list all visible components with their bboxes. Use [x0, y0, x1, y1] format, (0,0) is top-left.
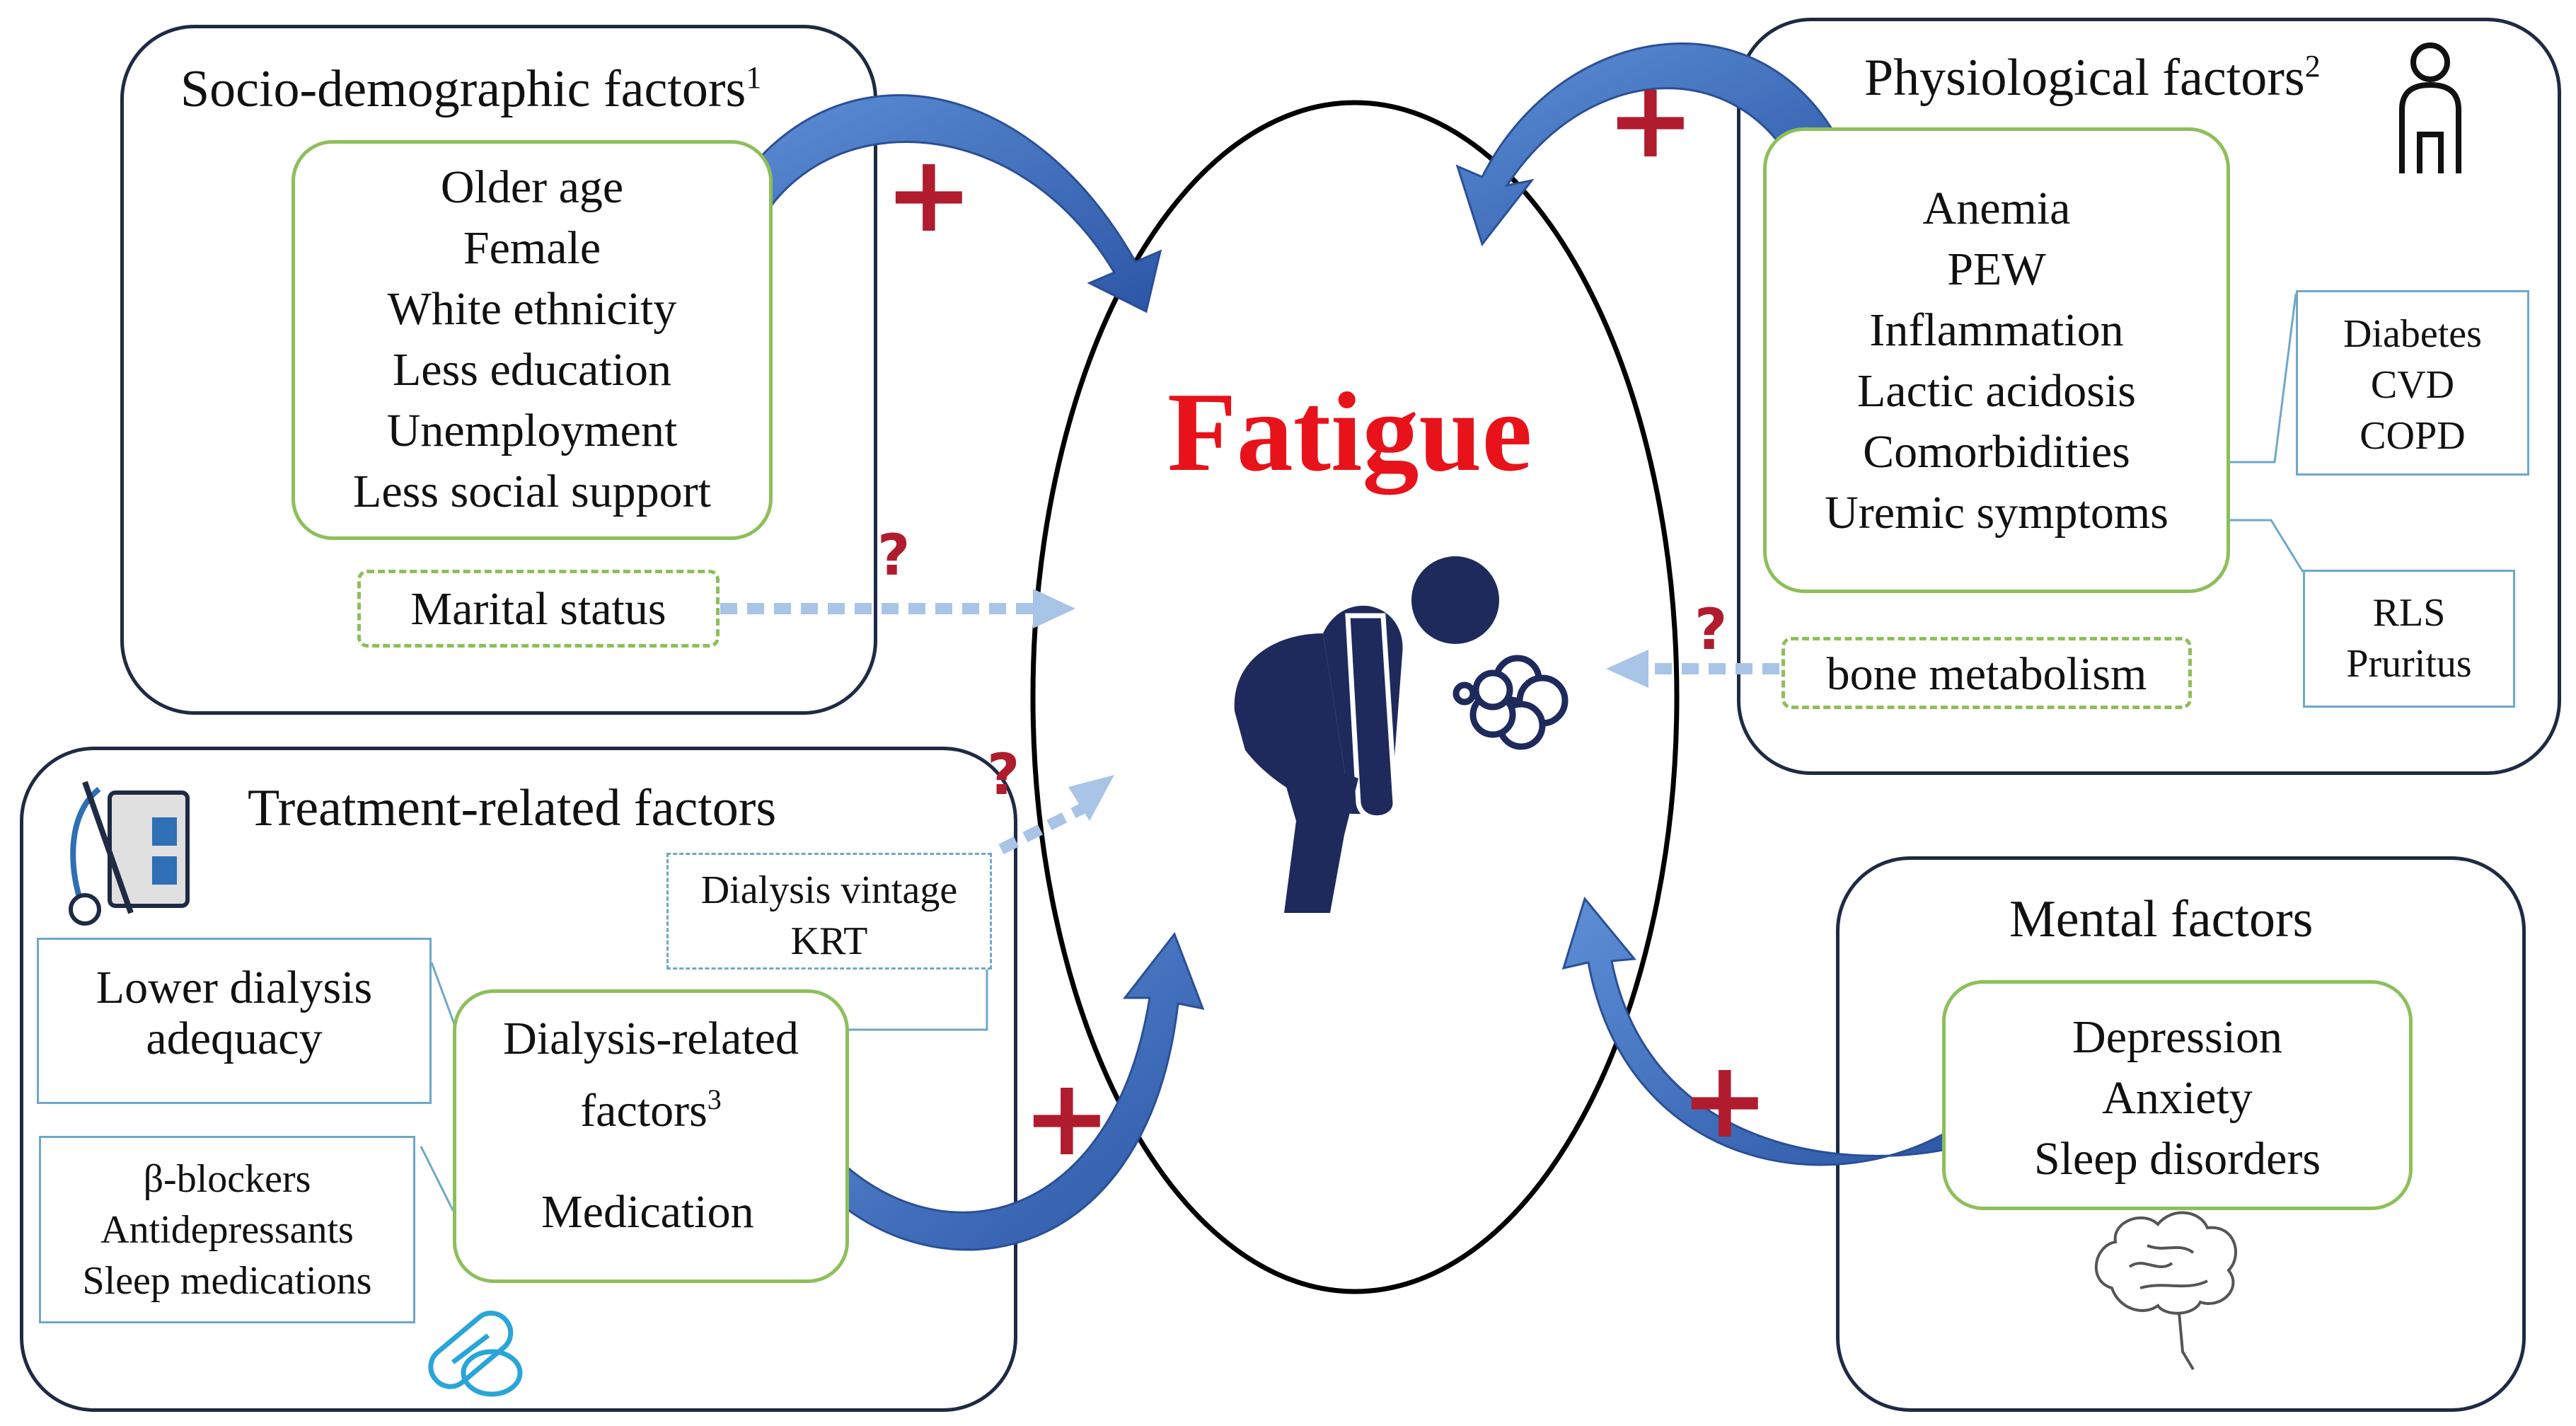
plus-icon-treatment: +: [1022, 1057, 1111, 1180]
question-icon-socio: ?: [877, 522, 911, 588]
mental-item: Anxiety: [2102, 1072, 2253, 1124]
physio-factor-list: Anemia PEW Inflammation Lactic acidosis …: [1763, 178, 2230, 544]
physio-item: Inflammation: [1869, 304, 2124, 356]
uremic-symptoms-box: [2303, 570, 2515, 708]
uremic-list: RLS Pruritus: [2303, 587, 2515, 689]
medication-item: Antidepressants: [100, 1208, 354, 1252]
socio-item: Less social support: [353, 466, 711, 517]
question-icon-treatment: ?: [987, 742, 1020, 807]
mental-factors-box: [1942, 980, 2413, 1210]
marital-status-label: Marital status: [410, 583, 666, 635]
socio-item: Unemployment: [386, 405, 678, 456]
physio-factors-box: [1763, 127, 2230, 593]
tired-person-figure: [1234, 556, 1499, 913]
medication-label: Medication: [541, 1186, 754, 1238]
socio-arrow: [720, 94, 1162, 314]
medications-box: [39, 1136, 415, 1323]
adequacy-line: adequacy: [146, 1013, 323, 1064]
uremic-item: RLS: [2372, 591, 2446, 635]
medications-list: β-blockers Antidepressants Sleep medicat…: [39, 1154, 415, 1306]
socio-item: Older age: [440, 161, 624, 213]
plus-icon-socio: +: [884, 133, 974, 256]
physio-panel-title: Physiological factors2: [1864, 49, 2321, 107]
adequacy-label: Lower dialysis adequacy: [37, 962, 432, 1064]
adequacy-line: Lower dialysis: [96, 962, 373, 1013]
socio-item: Less education: [392, 344, 672, 396]
mental-arrow: [1561, 896, 1977, 1166]
socio-factors-box: [291, 140, 773, 540]
dialysis-factors-box: [453, 989, 849, 1283]
physio-item: PEW: [1947, 243, 2046, 295]
brain-icon: [2094, 1211, 2237, 1371]
physio-item: Uremic symptoms: [1825, 487, 2168, 539]
marital-status-box: [357, 570, 720, 648]
marital-arrowhead: [1033, 589, 1075, 628]
comorbidities-box: [2296, 290, 2529, 476]
question-icon-physio: ?: [1694, 597, 1728, 662]
comorbidities-list: Diabetes CVD COPD: [2296, 309, 2529, 461]
medication-item: β-blockers: [143, 1157, 311, 1201]
physiological-arrow: [1455, 42, 1856, 247]
comorbidity-item: COPD: [2360, 414, 2466, 458]
vintage-arrowhead: [1068, 775, 1114, 821]
mental-item: Depression: [2072, 1011, 2282, 1063]
physio-item: Comorbidities: [1863, 426, 2130, 478]
medication-item: Sleep medications: [82, 1259, 372, 1303]
fatigue-title: Fatigue: [1167, 369, 1532, 495]
dialysis-machine-icon: [69, 781, 190, 926]
plus-icon-physio: +: [1606, 59, 1695, 182]
dialysis-related-label: Dialysis-related factors3: [503, 1013, 799, 1137]
physio-item: Anemia: [1922, 183, 2071, 234]
dotted-arrows: [720, 603, 1779, 855]
bone-metabolism-label: bone metabolism: [1826, 648, 2147, 700]
comorbidity-item: CVD: [2370, 363, 2455, 407]
mental-item: Sleep disorders: [2033, 1133, 2321, 1185]
bone-arrowhead: [1606, 650, 1648, 688]
mental-panel-title: Mental factors: [2009, 890, 2314, 948]
dialysis-vintage-box: [666, 853, 992, 970]
plus-icon-mental: +: [1680, 1039, 1769, 1162]
breath-cloud-icon: [1452, 655, 1569, 750]
socio-panel-title: Socio-demographic factors1: [180, 60, 762, 118]
dialysis-vintage-list: Dialysis vintage KRT: [666, 865, 992, 967]
person-icon: [2399, 42, 2461, 173]
comorbidity-item: Diabetes: [2343, 312, 2482, 356]
uremic-item: Pruritus: [2346, 642, 2472, 686]
dialysis-adequacy-box: [37, 938, 432, 1104]
pills-icon: [428, 1311, 523, 1397]
treatment-panel-title: Treatment-related factors: [248, 779, 777, 837]
socio-item: Female: [463, 222, 601, 274]
socio-factor-list: Older age Female White ethnicity Less ed…: [291, 157, 773, 522]
vintage-item: KRT: [790, 919, 868, 963]
mental-factor-list: Depression Anxiety Sleep disorders: [1942, 1007, 2413, 1190]
vintage-item: Dialysis vintage: [700, 868, 958, 912]
physio-item: Lactic acidosis: [1856, 365, 2136, 417]
treatment-arrow: [809, 931, 1205, 1251]
socio-item: White ethnicity: [387, 283, 677, 335]
bone-metabolism-box: [1781, 637, 2192, 709]
